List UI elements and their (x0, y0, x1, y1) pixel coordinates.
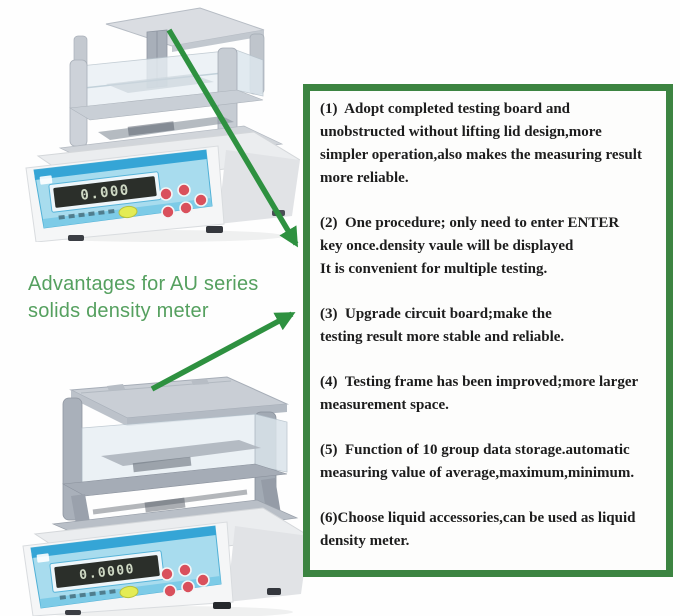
keypad-buttons (160, 563, 210, 598)
top-density-meter-photo: 0.000 (25, 7, 300, 242)
foot (65, 610, 81, 615)
bottom-density-meter-photo: 0.0000 (22, 376, 310, 616)
lcd-readout: 0.0000 (79, 562, 136, 584)
foot (206, 226, 223, 233)
lcd-screen (53, 176, 157, 208)
enter-key (119, 585, 139, 599)
foot (68, 235, 84, 241)
enter-key (118, 205, 138, 219)
advantage-item-3: (3) Upgrade circuit board;make the testi… (320, 306, 565, 345)
advantage-item-5: (5) Function of 10 group data storage.au… (320, 442, 635, 481)
foot (272, 210, 285, 216)
foot (267, 588, 281, 595)
advantage-item-2: (2) One procedure; only need to enter EN… (320, 215, 620, 277)
lid-handle (107, 384, 125, 391)
advantage-item-1: (1) Adopt completed testing board and un… (320, 101, 642, 186)
lcd-screen (54, 555, 160, 588)
advantage-item-6: (6)Choose liquid accessories,can be used… (320, 510, 636, 549)
brand-logo (39, 175, 53, 185)
lid-handle (191, 379, 209, 385)
advantage-item-4: (4) Testing frame has been improved;more… (320, 374, 639, 413)
brand-logo (36, 553, 50, 563)
function-key-row (59, 589, 116, 600)
control-panel: 0.0000 (30, 525, 222, 609)
advantages-box: (1) Adopt completed testing board and un… (303, 84, 673, 577)
foot (213, 602, 231, 609)
lcd-readout: 0.000 (80, 182, 131, 204)
function-key-row (58, 209, 115, 220)
caption-text: Advantages for AU series solids density … (28, 273, 259, 322)
